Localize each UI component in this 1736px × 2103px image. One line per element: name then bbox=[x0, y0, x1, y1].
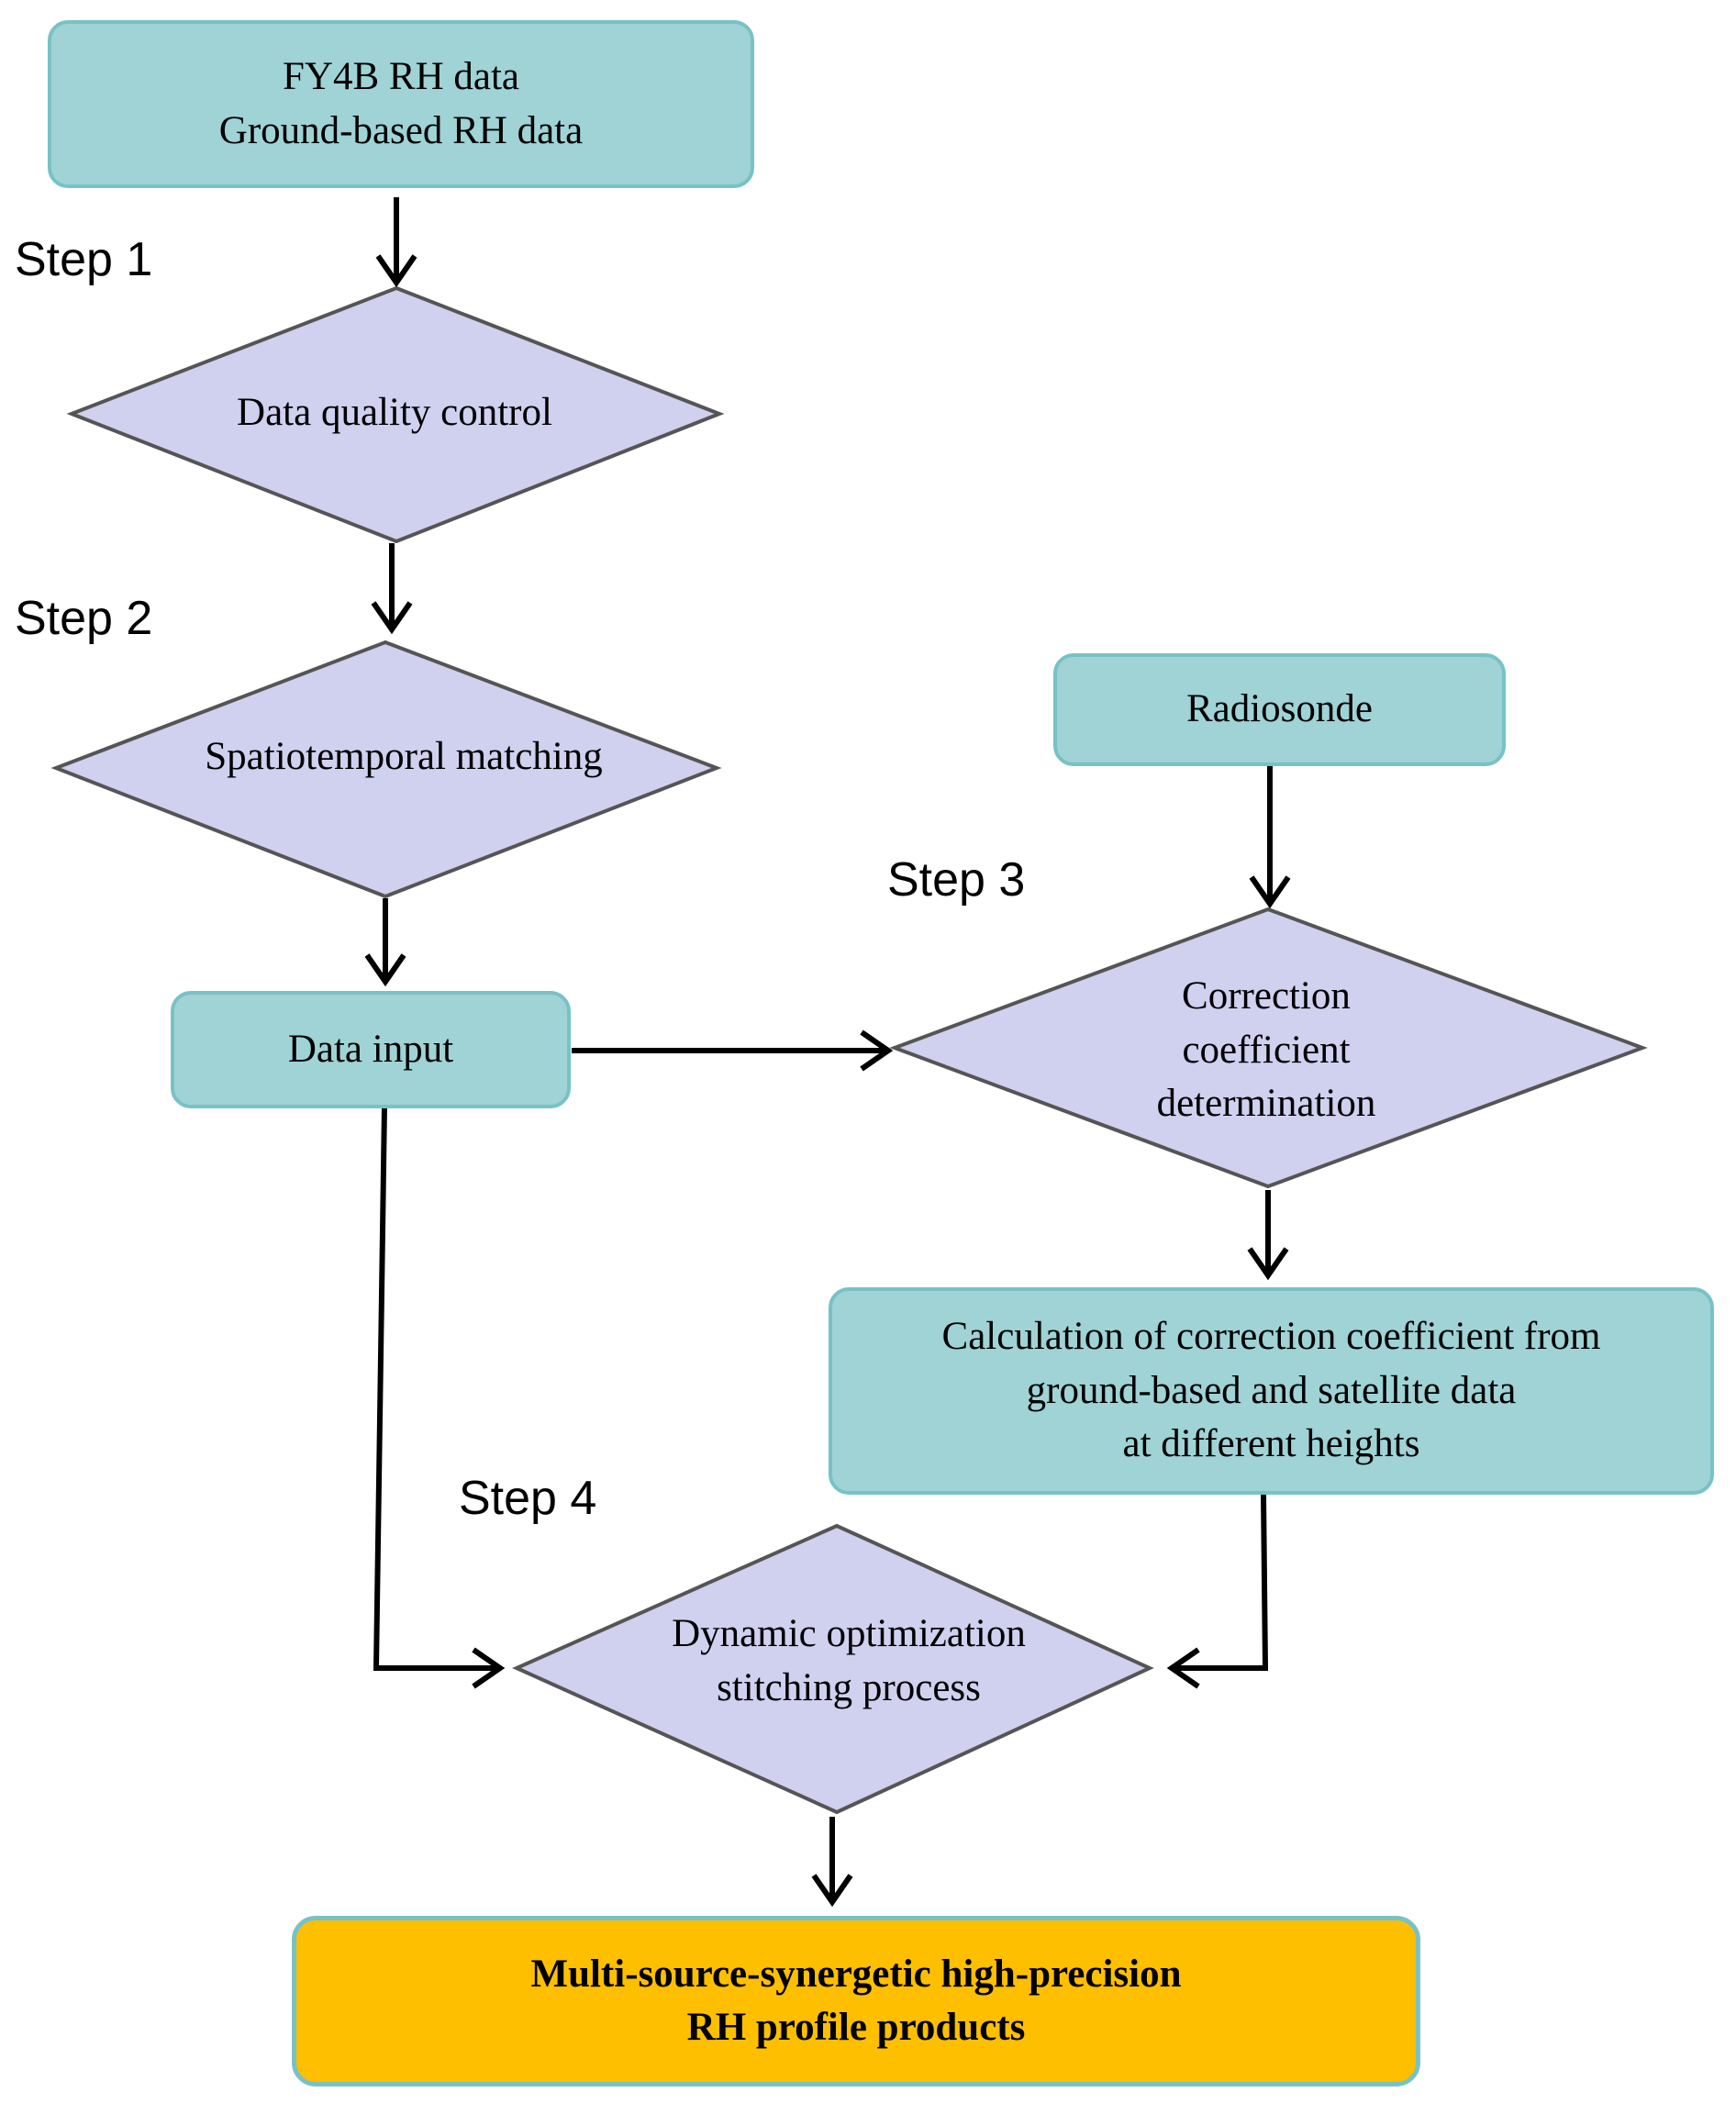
final-product-line-2: RH profile products bbox=[686, 2006, 1026, 2049]
step-2-label: Step 2 bbox=[15, 592, 153, 645]
arrowhead-radiosonde-to-correction bbox=[1249, 875, 1291, 909]
radiosonde-label: Radiosonde bbox=[1185, 687, 1374, 731]
arrowhead-calculation-to-stitching bbox=[1166, 1647, 1200, 1689]
arrow-calculation-to-stitching bbox=[1172, 1493, 1269, 1671]
spatiotemporal-matching-text: Spatiotemporal matching bbox=[128, 720, 679, 794]
data-input-box: Data input bbox=[171, 991, 571, 1108]
radiosonde-box: Radiosonde bbox=[1053, 653, 1506, 766]
correction-determination-diamond bbox=[889, 907, 1648, 1189]
quality-control-diamond bbox=[66, 285, 725, 544]
stitching-process-line-1: Dynamic optimization bbox=[672, 1612, 1026, 1656]
arrowhead-input-to-quality bbox=[375, 254, 417, 288]
arrow-datainput-to-stitching bbox=[373, 1105, 500, 1671]
correction-determination-line-2: coefficient bbox=[1182, 1028, 1351, 1072]
input-data-box: FY4B RH data Ground-based RH data bbox=[48, 20, 754, 188]
arrowhead-stitching-to-product bbox=[811, 1874, 853, 1908]
final-product-line-1: Multi-source-synergetic high-precision bbox=[530, 1952, 1182, 1996]
stitching-process-text: Dynamic optimization stitching process bbox=[624, 1604, 1074, 1719]
data-input-label: Data input bbox=[287, 1027, 454, 1071]
step-1-label: Step 1 bbox=[15, 233, 153, 286]
coefficient-calculation-line-1: Calculation of correction coefficient fr… bbox=[941, 1315, 1601, 1359]
arrowhead-datainput-to-stitching bbox=[472, 1647, 506, 1689]
step-4-label: Step 4 bbox=[459, 1472, 597, 1525]
step-3-label: Step 3 bbox=[887, 853, 1026, 907]
input-data-line-2: Ground-based RH data bbox=[218, 108, 584, 152]
correction-determination-text: Correction coefficient determination bbox=[1083, 968, 1450, 1133]
coefficient-calculation-line-2: ground-based and satellite data bbox=[1026, 1368, 1517, 1412]
correction-determination-line-3: determination bbox=[1156, 1082, 1376, 1126]
stitching-process-line-2: stitching process bbox=[717, 1665, 981, 1709]
quality-control-label: Data quality control bbox=[237, 390, 552, 434]
spatiotemporal-matching-label: Spatiotemporal matching bbox=[205, 734, 603, 778]
coefficient-calculation-line-3: at different heights bbox=[1122, 1422, 1420, 1466]
coefficient-calculation-box: Calculation of correction coefficient fr… bbox=[829, 1287, 1714, 1495]
stitching-process-diamond bbox=[512, 1523, 1154, 1815]
arrowhead-quality-to-matching bbox=[371, 601, 413, 635]
final-product-box: Multi-source-synergetic high-precision R… bbox=[292, 1916, 1420, 2086]
arrowhead-matching-to-datainput bbox=[364, 953, 406, 987]
correction-determination-line-1: Correction bbox=[1182, 974, 1351, 1018]
input-data-line-1: FY4B RH data bbox=[283, 55, 519, 99]
arrowhead-datainput-to-correction bbox=[860, 1029, 894, 1072]
quality-control-text: Data quality control bbox=[165, 376, 624, 450]
spatiotemporal-matching-diamond bbox=[50, 640, 722, 899]
arrowhead-correction-to-calculation bbox=[1247, 1247, 1289, 1281]
